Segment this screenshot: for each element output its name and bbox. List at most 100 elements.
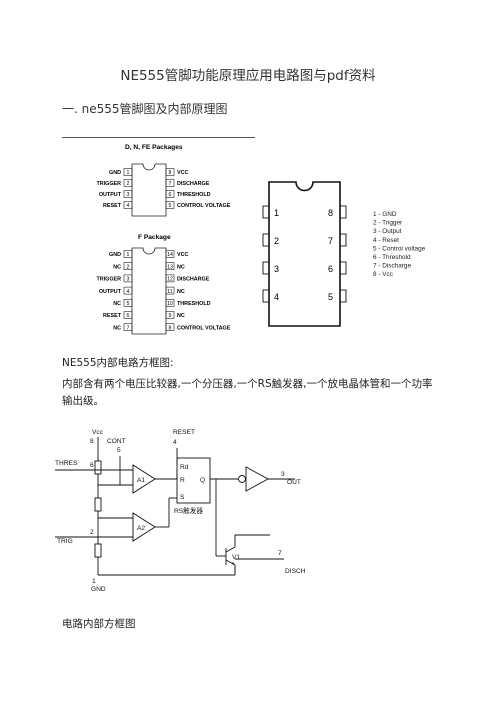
svg-text:6: 6 [127,313,130,319]
svg-text:OUTPUT: OUTPUT [99,289,122,295]
legend-item: 3 - Output [373,228,402,235]
bd-ff-s: S [180,494,185,501]
bd-gnd: GND [91,586,106,593]
big-pin-4: 4 [274,292,279,302]
svg-text:RESET: RESET [103,203,122,209]
legend-item: 1 - GND [373,211,397,218]
figure-caption: 电路内部方框图 [62,618,136,630]
page-title: NE555管脚功能原理应用电路图与pdf资料 [120,68,376,84]
svg-text:14: 14 [167,252,173,258]
block-diagram: Vcc 8 CONT 5 RESET 4 6 THRES A1 A2 2 TRI… [55,429,306,593]
big-pin-8: 8 [328,208,333,218]
bd-cont: CONT [107,438,126,445]
svg-text:TRIGGER: TRIGGER [96,277,121,283]
svg-text:9: 9 [169,313,172,319]
dip14-pin-11: 11 NC [165,286,185,295]
svg-text:3: 3 [127,192,130,198]
svg-text:11: 11 [167,289,172,295]
bd-ff-q: Q [200,477,205,484]
svg-text:NC: NC [113,301,121,307]
svg-text:6: 6 [169,192,172,198]
svg-text:NC: NC [177,313,185,319]
bd-pin5: 5 [117,447,121,454]
big-pin-5: 5 [328,292,333,302]
svg-text:5: 5 [127,301,130,307]
svg-text:3: 3 [127,277,130,283]
bd-ff-r: R [180,477,185,484]
svg-text:4: 4 [127,289,130,295]
svg-text:VCC: VCC [177,170,188,176]
bd-disch: DISCH [285,568,306,575]
svg-text:2: 2 [127,181,130,187]
legend-item: 2 - Trigger [373,220,403,227]
bd-pin3: 3 [281,471,285,478]
dip14-pin-9: 9 NC [165,311,185,319]
svg-text:4: 4 [127,203,130,209]
svg-text:DISCHARGE: DISCHARGE [177,277,210,283]
legend-item: 8 - Vcc [373,271,394,278]
legend-item: 6 - Threshold [373,254,411,261]
bd-rs-label: RS触发器 [174,506,203,515]
svg-text:THRESHOLD: THRESHOLD [177,192,211,198]
block-diagram-heading: NE555内部电路方框图: [62,357,174,369]
legend-item: 7 - Discharge [373,263,411,270]
bd-pin6: 6 [90,462,94,469]
svg-text:CONTROL VOLTAGE: CONTROL VOLTAGE [177,325,231,331]
dip8-pin-2: 2 TRIGGER [96,179,133,187]
dip14-body [131,247,167,335]
svg-text:13: 13 [167,264,173,270]
dip8-pin-6: 6 THRESHOLD [165,190,211,198]
svg-text:7: 7 [169,181,172,187]
svg-text:NC: NC [113,264,121,270]
bd-ff-rd: Rd [180,464,189,471]
svg-text:NC: NC [177,264,185,270]
svg-text:7: 7 [127,325,130,331]
big-pin-1: 1 [274,208,279,218]
dip14-pin-3: 3 TRIGGER [96,274,133,283]
svg-text:OUTPUT: OUTPUT [99,192,122,198]
bd-trig: TRIG [57,538,73,545]
bd-a2: A2 [137,525,145,532]
bd-pin7: 7 [278,550,282,557]
bd-thres: THRES [55,460,78,467]
bd-t1: V1 [232,554,240,561]
dip14-pin-13: 13 NC [165,262,185,270]
legend-item: 5 - Control voltage [373,245,426,252]
bd-pin2: 2 [90,529,94,536]
bd-pin8: 8 [90,438,94,445]
dip14-pin-2: 2 NC [113,262,133,270]
svg-text:TRIGGER: TRIGGER [96,181,121,187]
svg-text:GND: GND [109,170,121,176]
bd-vcc: Vcc [92,429,104,436]
dip14-pin-4: 4 OUTPUT [99,286,133,295]
large-dip8: 1 2 3 4 8 7 6 5 [262,181,347,327]
svg-text:1: 1 [127,170,130,176]
legend-item: 4 - Reset [373,237,399,244]
svg-text:2: 2 [127,264,130,270]
dip14-pin-7: 7 NC [113,323,133,331]
svg-text:THRESHOLD: THRESHOLD [177,301,211,307]
big-pin-7: 7 [328,236,333,246]
dip14-heading: F Package [138,234,171,241]
big-pin-3: 3 [274,264,279,274]
svg-text:NC: NC [113,325,121,331]
svg-text:1: 1 [127,252,130,258]
big-pin-6: 6 [328,264,333,274]
bd-pin1: 1 [92,578,96,585]
dip8-pin-1: 1 GND [109,168,133,176]
section-heading: 一. ne555管脚图及内部原理图 [62,102,228,116]
svg-text:NC: NC [177,289,185,295]
dip8-pin-3: 3 OUTPUT [99,190,133,198]
